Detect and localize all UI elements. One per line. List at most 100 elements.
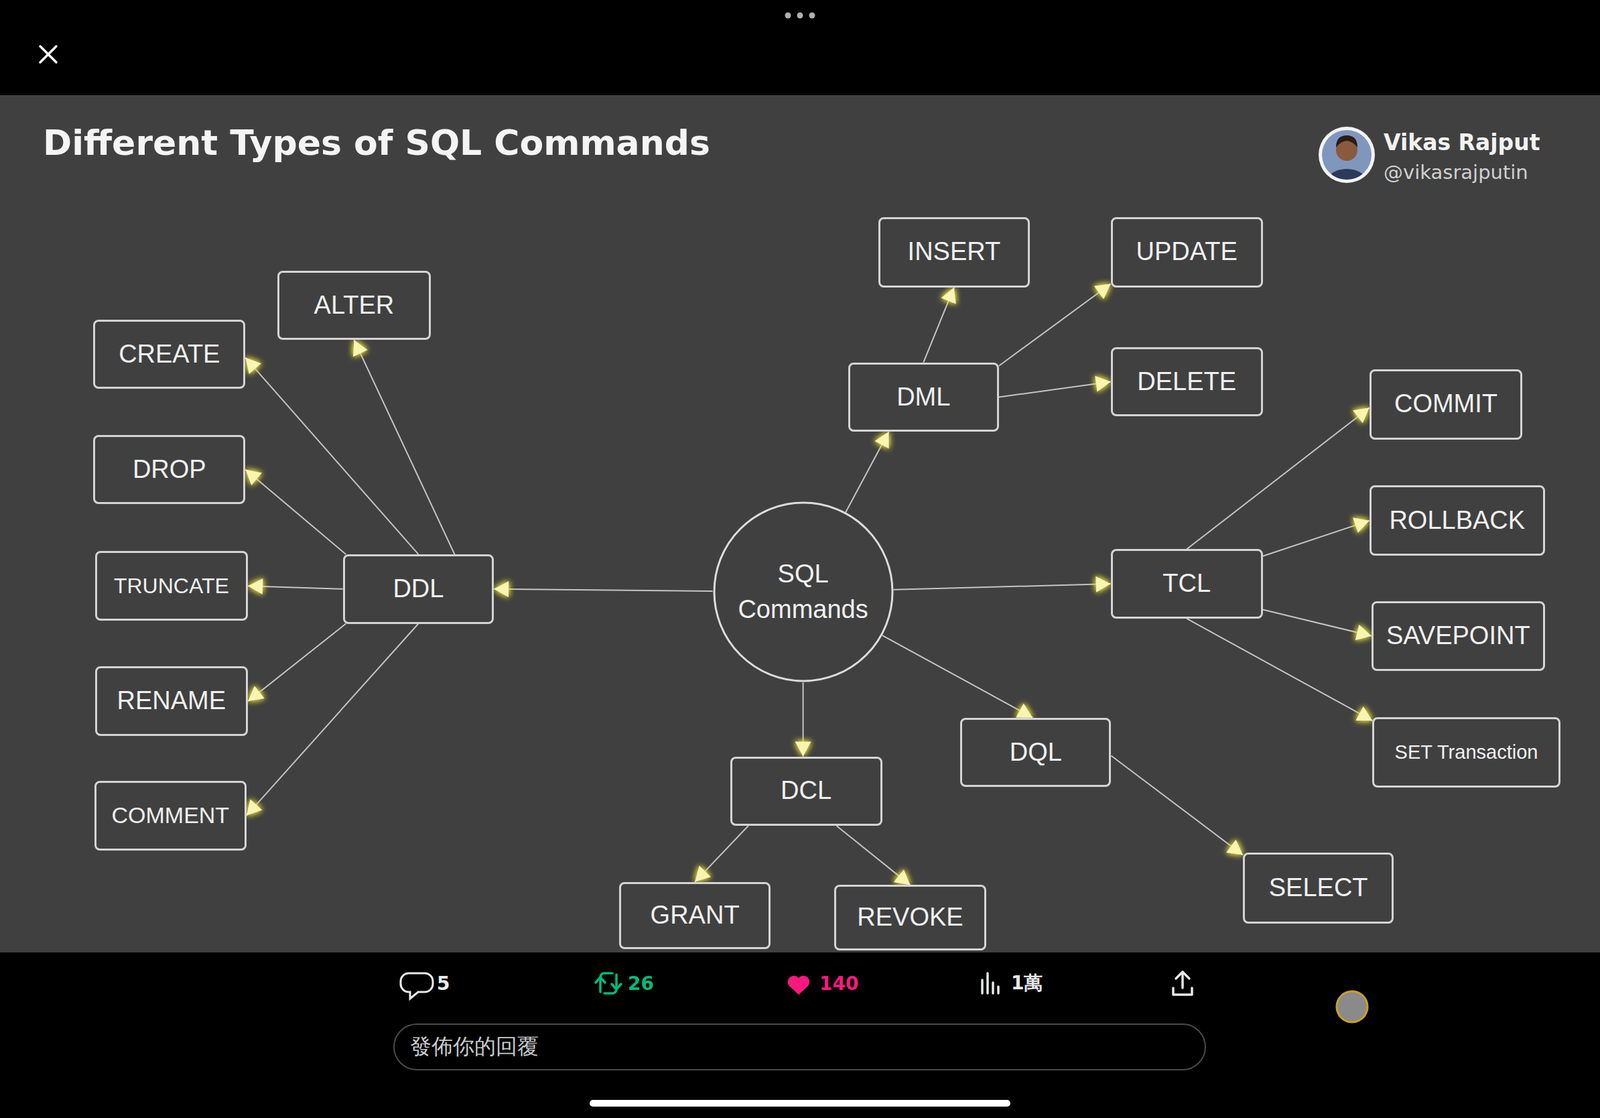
node-text: TCL — [1162, 568, 1211, 599]
connector-line — [836, 825, 911, 885]
arrow-head — [874, 431, 889, 449]
command-box: DML — [848, 362, 999, 433]
author-name: Vikas Rajput — [1383, 129, 1541, 156]
arrow-head — [247, 578, 263, 595]
arrow-head — [694, 865, 711, 882]
diagram-title: Different Types of SQL Commands — [42, 122, 711, 163]
command-box: SET Transaction — [1372, 716, 1560, 788]
node-text: DELETE — [1137, 366, 1237, 398]
node-text: DROP — [132, 454, 207, 486]
arrow-head — [493, 580, 509, 597]
share-icon — [1173, 971, 1192, 995]
node-text: CREATE — [118, 339, 220, 370]
connector-line — [493, 588, 713, 591]
arrow-head — [1094, 283, 1111, 299]
node-text: ALTER — [314, 290, 395, 321]
command-box: REVOKE — [834, 884, 987, 950]
command-box: DDL — [343, 554, 494, 624]
connector-line — [882, 635, 1033, 718]
node-text: COMMIT — [1394, 388, 1498, 420]
connector-line — [1262, 520, 1370, 557]
comment-icon — [400, 972, 433, 999]
reply-placeholder: 發佈你的回覆 — [410, 1031, 539, 1062]
connector-line — [1186, 618, 1373, 721]
arrow-head — [246, 798, 263, 815]
node-text: DCL — [780, 775, 832, 807]
command-box: COMMENT — [94, 780, 247, 851]
node-text: DDL — [392, 573, 444, 605]
circle-outline — [712, 501, 894, 683]
arrow-head — [893, 869, 911, 885]
heart-icon — [787, 975, 810, 995]
node-text: DQL — [1009, 737, 1062, 768]
view-count: 1萬 — [1011, 970, 1043, 996]
avatar — [1318, 126, 1375, 196]
command-box: TCL — [1110, 548, 1263, 619]
command-box: UPDATE — [1110, 217, 1263, 288]
connector-line — [1262, 609, 1372, 636]
arrow-head — [1094, 375, 1111, 392]
node-text: DML — [896, 381, 951, 413]
arrow-head — [247, 685, 265, 701]
arrow-head — [795, 741, 812, 756]
node-text: INSERT — [907, 236, 1002, 268]
connector-line — [998, 283, 1111, 366]
arrow-head — [1352, 517, 1370, 533]
connector-line — [245, 357, 419, 555]
command-box: SAVEPOINT — [1371, 601, 1546, 671]
connector-line — [845, 431, 889, 512]
close-icon — [40, 46, 57, 63]
command-box: DCL — [730, 756, 883, 827]
command-box: GRANT — [619, 881, 770, 950]
node-text: UPDATE — [1136, 236, 1238, 268]
floating-dot — [1336, 990, 1368, 1022]
arrow-head — [1226, 839, 1243, 855]
node-text: REVOKE — [856, 901, 963, 933]
connector-line — [1186, 407, 1370, 549]
command-box: DELETE — [1110, 347, 1263, 417]
command-box: TRUNCATE — [95, 550, 248, 621]
home-indicator — [589, 1099, 1011, 1107]
command-box: INSERT — [878, 217, 1031, 288]
arrow-head — [941, 287, 957, 305]
more-dots — [785, 12, 816, 19]
node-text: SELECT — [1269, 872, 1369, 904]
like-count: 140 — [819, 972, 859, 995]
root-circle: SQL Commands — [712, 501, 894, 683]
author-handle: @vikasrajputin — [1383, 160, 1529, 184]
arrow-head — [1352, 407, 1370, 423]
command-box: DROP — [93, 434, 246, 505]
node-text: SAVEPOINT — [1386, 620, 1531, 652]
connector-line — [694, 825, 749, 882]
connector-line — [1110, 755, 1243, 855]
command-box: RENAME — [95, 665, 248, 736]
connector-line — [246, 623, 419, 816]
node-text: COMMENT — [111, 801, 230, 829]
node-text: ROLLBACK — [1388, 505, 1525, 537]
command-box: ALTER — [277, 270, 431, 341]
arrow-head — [1355, 706, 1373, 721]
views-icon — [982, 972, 999, 993]
command-box: DQL — [960, 717, 1111, 788]
arrow-head — [1015, 703, 1033, 718]
command-box: SELECT — [1242, 852, 1394, 923]
connector-line — [247, 623, 346, 702]
connector-line — [998, 381, 1111, 398]
connector-line — [893, 583, 1111, 590]
arrow-head — [245, 357, 262, 374]
repost-count: 26 — [627, 972, 654, 995]
diagram-ground — [0, 95, 1600, 953]
reply-field — [393, 1023, 1206, 1070]
connector-line — [353, 339, 455, 555]
arrow-head — [1355, 624, 1372, 640]
arrow-head — [353, 339, 368, 357]
arrow-head — [1095, 576, 1111, 593]
circle-outline — [714, 502, 893, 681]
command-box: ROLLBACK — [1369, 485, 1546, 556]
node-text: SQL Commands — [736, 556, 871, 628]
command-box: CREATE — [93, 319, 246, 390]
connector-line — [245, 469, 346, 555]
command-box: COMMIT — [1369, 369, 1523, 440]
node-text: SET Transaction — [1394, 740, 1539, 764]
reply-count: 5 — [436, 972, 450, 995]
